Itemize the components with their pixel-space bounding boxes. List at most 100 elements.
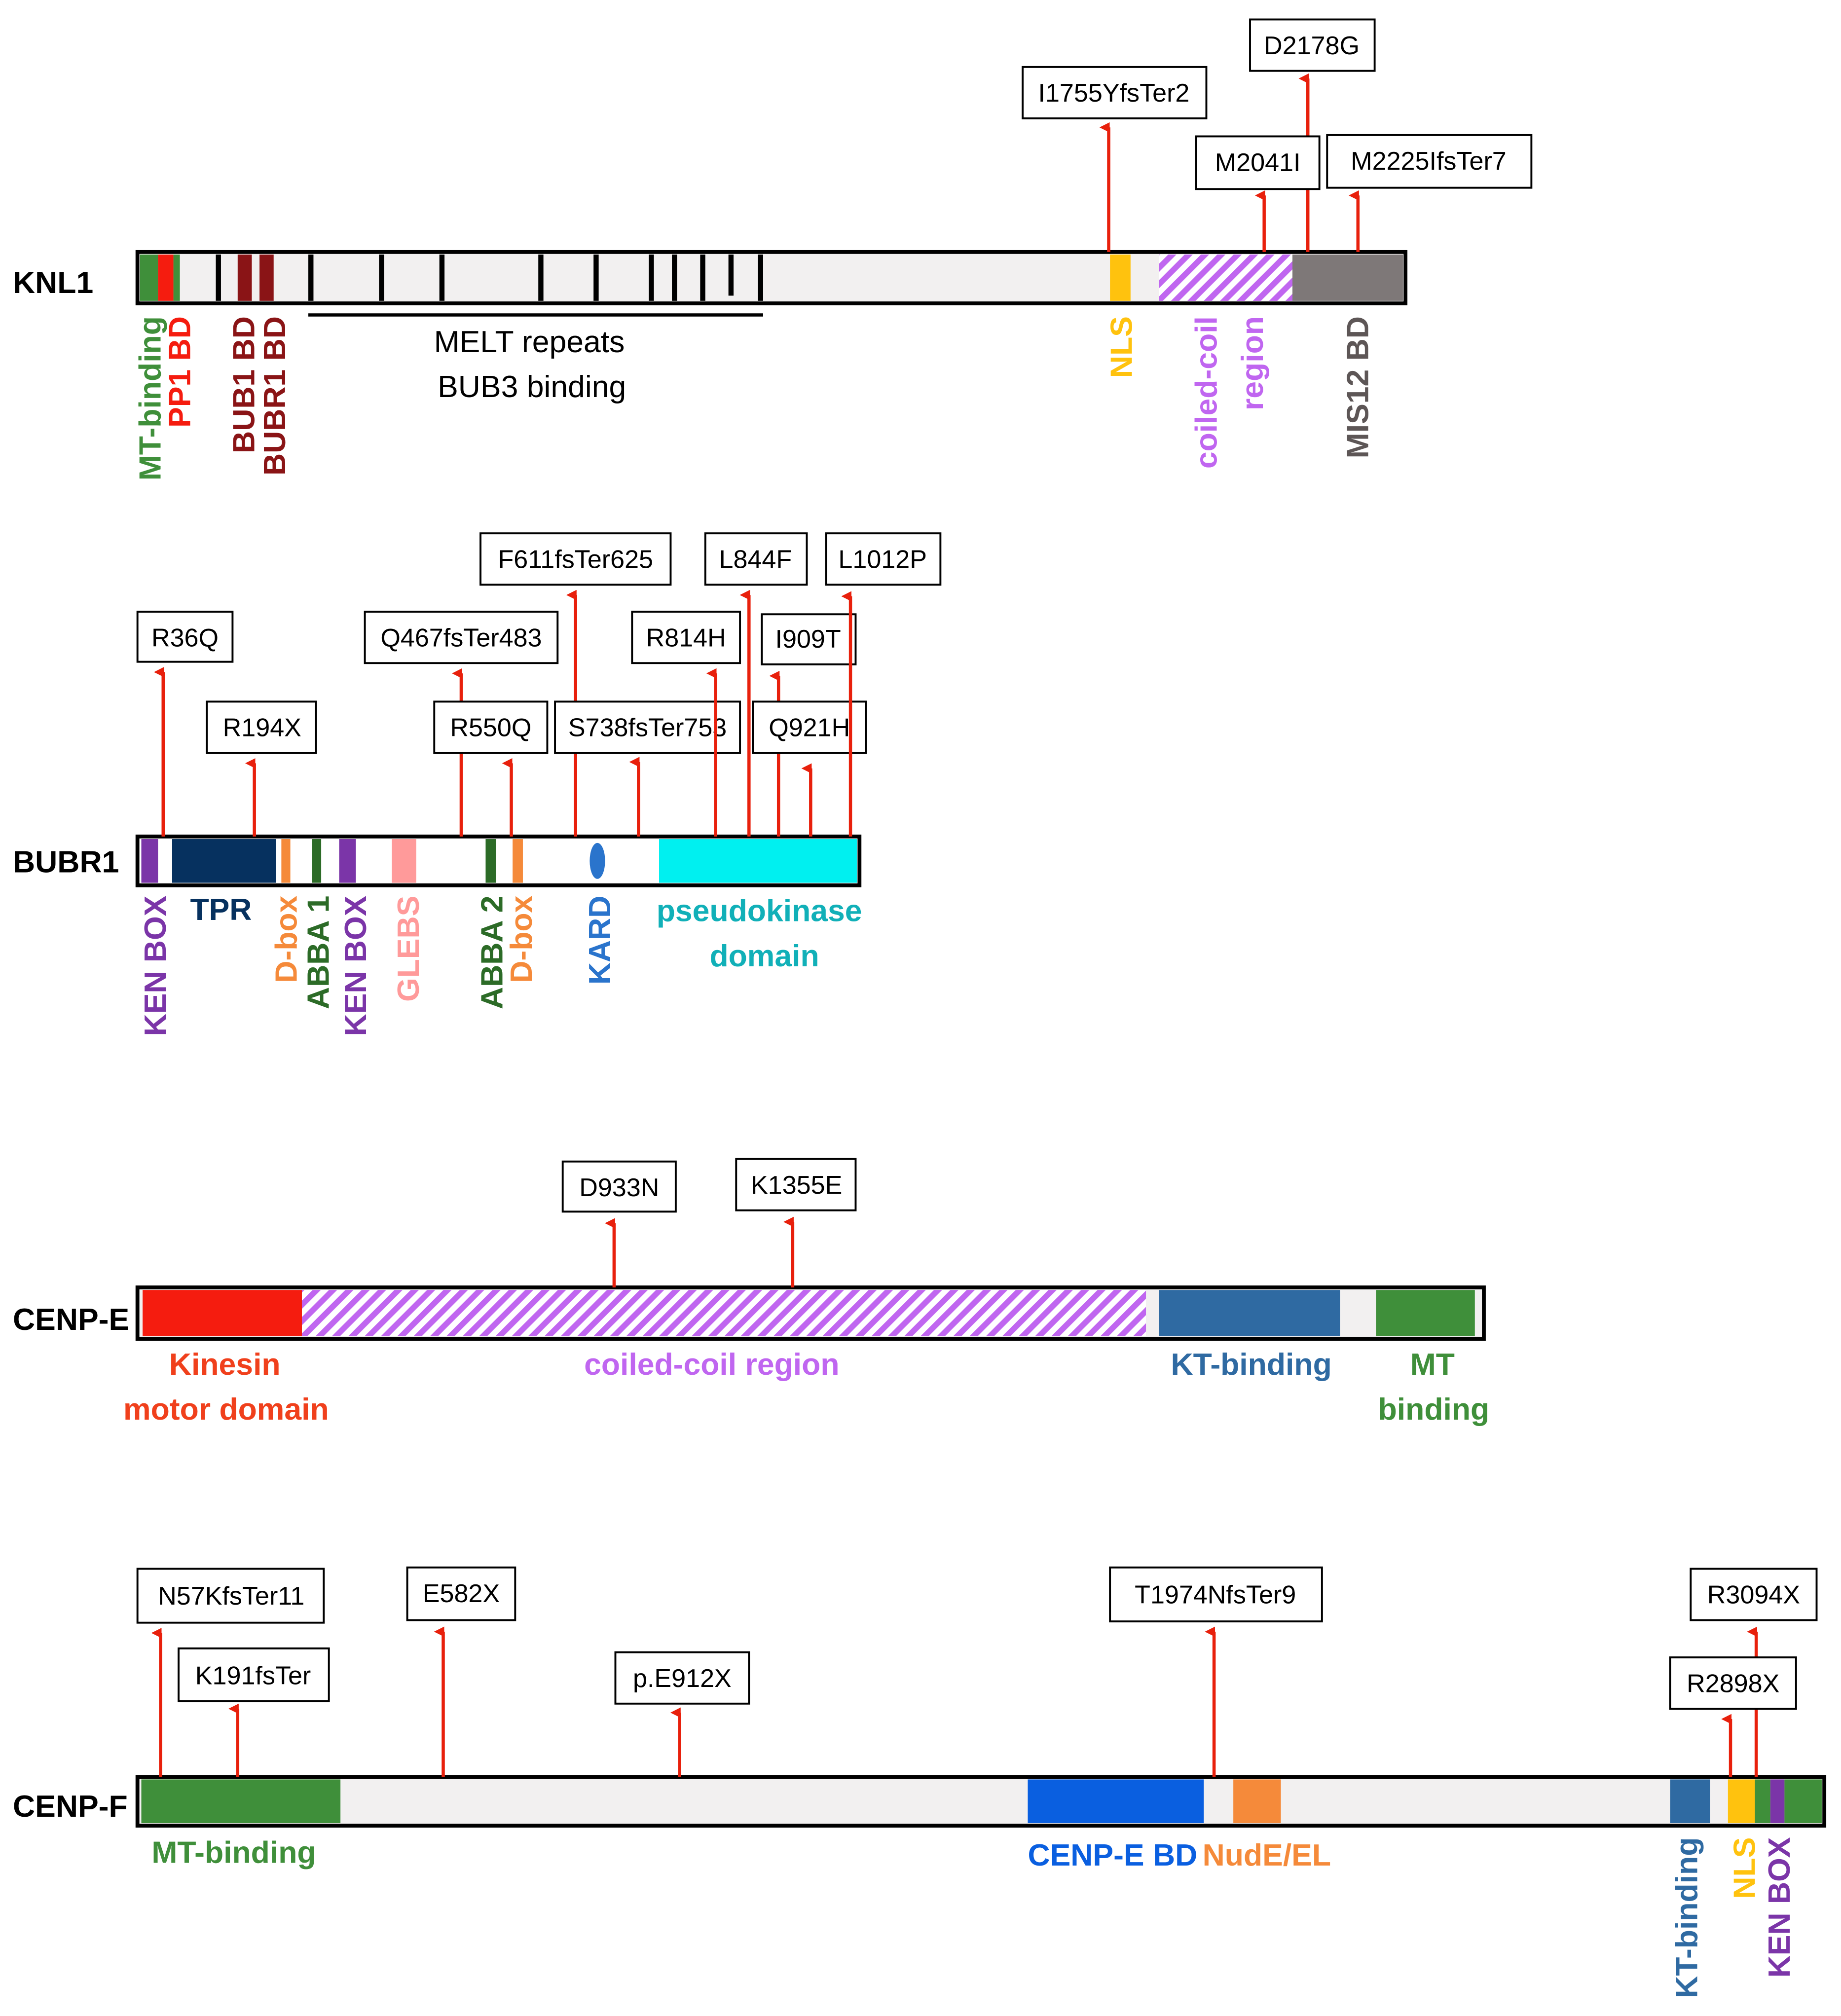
cenpf-label-ken-box: KEN BOX	[1762, 1837, 1797, 1978]
bubr1-label-glebs: GLEBS	[391, 896, 426, 1002]
knl1-domain-nls	[1110, 255, 1131, 301]
knl1-melt-repeat	[538, 255, 544, 301]
bubr1-label-pseudokinase: pseudokinase	[657, 894, 862, 928]
cenpf-domain-mt-binding-3	[1784, 1779, 1822, 1823]
mutation-box	[136, 611, 234, 663]
cenpe-label-motor-domain: motor domain	[123, 1392, 329, 1427]
cenpf-domain-nude-el	[1233, 1779, 1281, 1823]
cenpf-label-nude-el: NudE/EL	[1203, 1838, 1331, 1872]
cenpe-label-coiled-coil: coiled-coil region	[584, 1347, 839, 1382]
mutation-box	[1022, 66, 1208, 119]
mutation-box	[554, 700, 741, 754]
bubr1-domain-glebs	[392, 839, 416, 883]
cenpf-label-nls: NLS	[1728, 1837, 1762, 1899]
mutation-box	[752, 700, 867, 754]
mutation-label: K191fsTer	[195, 1662, 311, 1690]
mutation-label: I1755YfsTer2	[1038, 79, 1190, 108]
mutation-label: M2225IfsTer7	[1351, 147, 1507, 176]
knl1-domain-pp1-bd	[158, 255, 174, 301]
mutation-label: S738fsTer753	[568, 714, 727, 742]
bubr1-domain-d-box-2	[513, 839, 523, 883]
cenpf-name: CENP-F	[13, 1789, 128, 1824]
mutation-box	[1326, 134, 1533, 189]
mutation-label: F611fsTer625	[498, 546, 653, 574]
knl1-melt-repeat	[308, 255, 314, 301]
mutation-label: M2041I	[1215, 148, 1301, 177]
mutation-box	[631, 611, 741, 664]
knl1-label-bubr1-bd: BUBR1 BD	[258, 316, 292, 476]
cenpe-label-kt-binding: KT-binding	[1171, 1347, 1331, 1382]
mutation-label: R2898X	[1687, 1669, 1779, 1698]
bubr1-domain-pseudokinase	[659, 839, 857, 883]
mutation-box	[1109, 1566, 1323, 1623]
knl1-melt-repeat	[700, 255, 705, 301]
mutation-box	[178, 1647, 330, 1702]
cenpf-domain-ken-box	[1770, 1779, 1785, 1823]
mutation-box	[1249, 18, 1376, 72]
cenpf-label-cenpe-bd: CENP-E BD	[1028, 1838, 1197, 1872]
bubr1-label-ken-box-2: KEN BOX	[338, 895, 373, 1036]
bubr1-label-ken-box-1: KEN BOX	[138, 895, 173, 1036]
knl1-label-nls: NLS	[1104, 316, 1139, 378]
mutation-label: p.E912X	[633, 1664, 732, 1693]
knl1-melt-repeat-short	[728, 255, 734, 296]
mutation-label: D2178G	[1264, 32, 1360, 60]
bubr1-label-kard: KARD	[583, 896, 617, 985]
bubr1-domain-d-box-1	[281, 839, 291, 883]
cenpe-name: CENP-E	[13, 1302, 129, 1337]
knl1-label-coiled-coil: coiled-coil	[1189, 316, 1223, 469]
knl1-label-pp1-bd: PP1 BD	[162, 316, 197, 428]
mutation-label: T1974NfsTer9	[1135, 1581, 1296, 1610]
cenpf-label-kt-binding: KT-binding	[1669, 1837, 1704, 1998]
knl1-panel: KNL1 MELT repeats BUB3 binding MT-bindin…	[13, 18, 1533, 480]
mutation-label: R194X	[223, 714, 301, 742]
knl1-motif-stripe	[216, 255, 221, 301]
bubr1-label-abba-2: ABBA 2	[475, 896, 509, 1009]
bubr1-domain-kard	[589, 843, 605, 879]
knl1-melt-repeat	[379, 255, 384, 301]
knl1-domain-mis12-bd	[1292, 255, 1403, 301]
cenpf-domain-mt-binding	[141, 1779, 341, 1823]
mutation-box	[1690, 1568, 1818, 1621]
mutation-box	[761, 613, 857, 665]
mutation-label: Q467fsTer483	[380, 623, 542, 652]
bubr1-domain-abba-1	[312, 839, 322, 883]
mutation-box	[136, 1568, 325, 1624]
bubr1-label-domain: domain	[709, 939, 819, 973]
cenpf-domain-kt-binding	[1670, 1779, 1710, 1823]
mutation-box	[1195, 135, 1321, 190]
cenpe-domain-mt-binding	[1376, 1290, 1475, 1336]
mutation-box	[206, 700, 317, 754]
bubr1-name: BUBR1	[13, 845, 119, 880]
mutation-box	[479, 532, 672, 586]
mutation-box	[1669, 1656, 1797, 1710]
knl1-label-bub1-bd: BUB1 BD	[227, 316, 261, 453]
cenpf-panel: CENP-F MT-binding CENP-E BD NudE/EL KT-b…	[13, 1566, 1827, 1998]
mutation-label: R3094X	[1707, 1581, 1800, 1610]
knl1-melt-repeat	[649, 255, 654, 301]
mutation-label: Q921H	[769, 714, 850, 742]
bubr1-panel: BUBR1 KEN BOX TPR D-box ABBA 1 KEN BOX G…	[13, 532, 942, 1036]
bubr1-label-abba-1: ABBA 1	[301, 896, 336, 1009]
bubr1-domain-ken-box-2	[339, 839, 356, 883]
mutation-box	[614, 1651, 750, 1705]
mutation-label: L844F	[719, 546, 792, 574]
bubr1-domain-ken-box-1	[141, 839, 158, 883]
knl1-label-mt-binding: MT-binding	[133, 316, 168, 480]
bubr1-domain-abba-2	[485, 839, 496, 883]
cenpf-domain-nls	[1728, 1779, 1755, 1823]
knl1-domain-bub1-bd	[237, 255, 252, 301]
bubr1-domain-tpr	[172, 839, 276, 883]
knl1-domain-mt-binding	[140, 255, 158, 301]
knl1-melt-repeat	[439, 255, 445, 301]
cenpf-bar	[135, 1775, 1827, 1828]
mutation-label: I909T	[775, 625, 841, 654]
mutation-label: R36Q	[151, 623, 219, 652]
bubr1-label-d-box-2: D-box	[504, 895, 539, 983]
mutation-box	[735, 1158, 857, 1211]
bubr1-label-tpr: TPR	[190, 892, 252, 927]
mutation-box	[433, 700, 549, 754]
cenpe-domain-kinesin	[143, 1290, 302, 1336]
knl1-label-mis12-bd: MIS12 BD	[1341, 316, 1375, 458]
